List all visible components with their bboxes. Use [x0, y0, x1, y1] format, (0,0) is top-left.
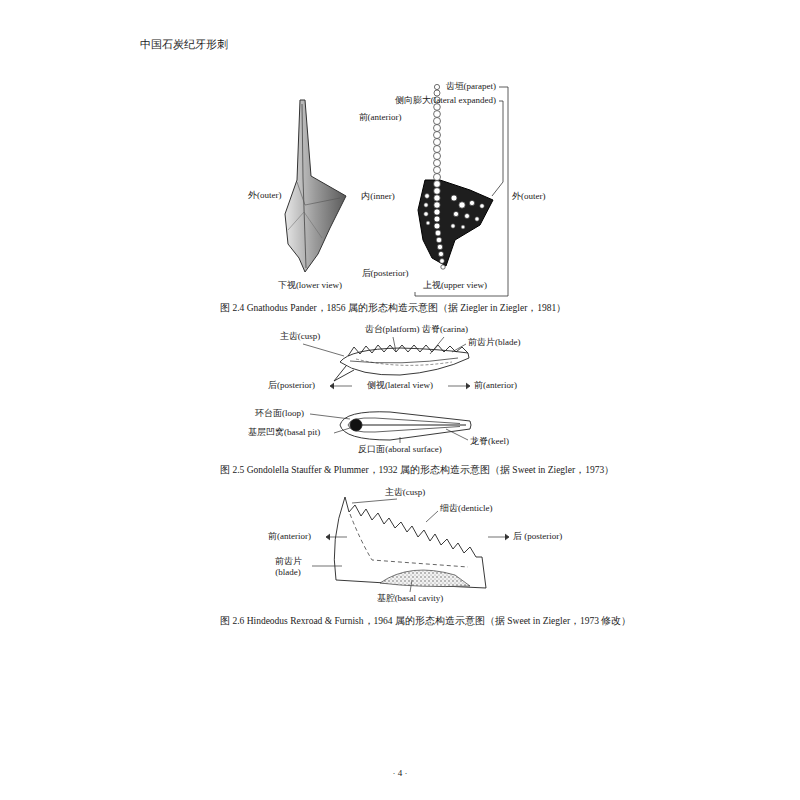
direction-label: 外(outer) [248, 190, 282, 201]
direction-label: 前(anterior) [359, 112, 402, 123]
leader-lines [312, 499, 509, 592]
gondolella-lateral-view [334, 345, 469, 381]
part-label: 前齿片 (blade) [268, 556, 308, 578]
part-label: 齿台(platform) [365, 324, 420, 335]
direction-label: 前(anterior) [474, 380, 517, 391]
part-label: 齿垣(parapet) [446, 81, 496, 92]
direction-label: 内(inner) [361, 191, 395, 202]
part-label: 主齿(cusp) [280, 331, 321, 342]
part-label: 反口面(aboral surface) [358, 444, 442, 455]
view-label: 侧视(lateral view) [367, 380, 433, 391]
gnathodus-lower-view [285, 100, 346, 272]
figure-caption: 图 2.5 Gondolella Stauffer & Plummer，1932… [220, 465, 614, 476]
figure-caption: 图 2.6 Hindeodus Rexroad & Furnish，1964 属… [220, 616, 631, 627]
direction-label: 后(posterior) [268, 380, 315, 391]
figure-caption: 图 2.4 Gnathodus Pander，1856 属的形态构造示意图（据 … [220, 303, 566, 314]
running-head: 中国石炭纪牙形刺 [140, 38, 228, 51]
part-label: 环台面(loop) [255, 408, 304, 419]
page-number: · 4 · [393, 768, 408, 779]
direction-label: 后 (posterior) [513, 531, 563, 542]
gnathodus-upper-view [418, 84, 493, 269]
leader-lines [303, 337, 470, 443]
part-label: 齿脊(carina) [422, 324, 468, 335]
view-label: 上视(upper view) [423, 280, 487, 291]
bracket-lines [415, 87, 508, 296]
part-label: 细齿(denticle) [440, 503, 492, 514]
part-label: 基腔(basal cavity) [377, 593, 444, 604]
part-label: 基层凹窝(basal pit) [248, 427, 320, 438]
part-label: 主齿(cusp) [385, 487, 426, 498]
gondolella-lower-view [340, 412, 471, 440]
direction-label: 前(anterior) [268, 531, 311, 542]
view-label: 下视(lower view) [278, 280, 342, 291]
part-label: 侧向膨大(lateral expanded) [395, 95, 496, 106]
part-label: 龙脊(keel) [470, 436, 509, 447]
part-label: 前齿片(blade) [468, 337, 520, 348]
direction-label: 后(posterior) [362, 268, 409, 279]
direction-label: 外(outer) [512, 191, 546, 202]
